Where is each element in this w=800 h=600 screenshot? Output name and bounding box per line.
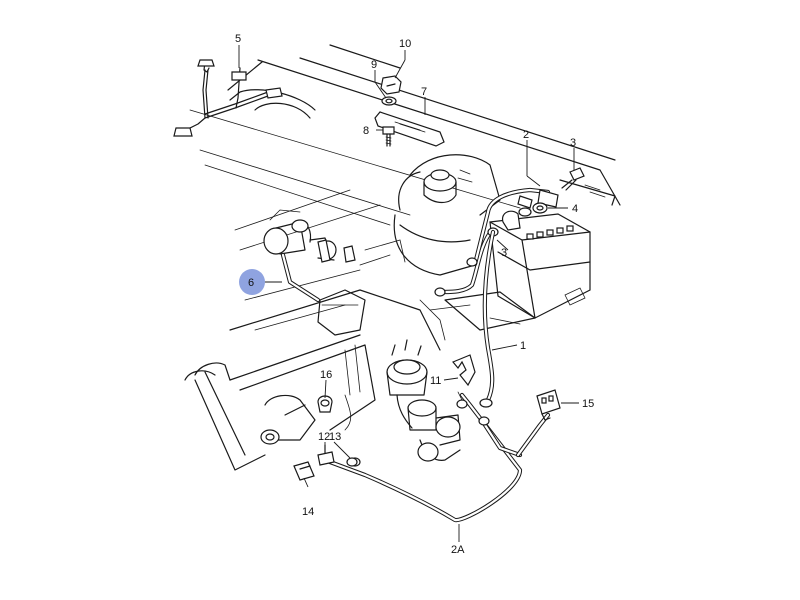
clip-16	[317, 395, 333, 413]
connector-14	[293, 461, 315, 481]
callout-3b[interactable]: 3	[501, 247, 507, 259]
ring-terminal	[466, 257, 478, 267]
callout-11[interactable]: 11	[430, 375, 441, 387]
small-connector	[317, 239, 356, 263]
battery	[444, 213, 591, 331]
washer-4	[532, 202, 548, 214]
connector-12	[317, 444, 335, 466]
callout-5[interactable]: 5	[235, 33, 241, 45]
callout-12[interactable]: 12	[318, 431, 330, 443]
clip-11	[452, 354, 476, 387]
ring-terminal	[479, 398, 493, 408]
callout-7[interactable]: 7	[421, 86, 427, 98]
callout-15[interactable]: 15	[582, 398, 594, 410]
callout-2a[interactable]: 2A	[451, 544, 465, 556]
callout-2[interactable]: 2	[523, 129, 529, 141]
strut-tower	[393, 154, 501, 276]
ring-terminal	[434, 287, 446, 297]
callout-9[interactable]: 9	[371, 59, 377, 71]
callout-10[interactable]: 10	[399, 38, 411, 50]
battery-terminal-clamp	[487, 189, 559, 237]
ring-terminal	[456, 399, 468, 409]
nut-10	[380, 75, 402, 95]
callout-8[interactable]: 8	[363, 125, 369, 137]
callout-labels: 1 2 2A 3 4 3 5 6 7 8 9 10 11 12 13 14 15…	[235, 33, 594, 556]
ignition-coil	[407, 399, 461, 462]
connector-15	[536, 389, 561, 421]
callout-16[interactable]: 16	[320, 369, 332, 381]
engine-block	[184, 239, 471, 471]
callout-3[interactable]: 3	[570, 137, 576, 149]
callout-14[interactable]: 14	[302, 506, 314, 518]
callout-6-highlight	[239, 269, 265, 295]
callout-6[interactable]: 6	[248, 277, 254, 289]
body-panel-lines	[189, 44, 621, 331]
battery-cell-caps	[526, 225, 574, 240]
distributor	[386, 339, 428, 429]
washer-9	[381, 96, 397, 106]
callout-1[interactable]: 1	[520, 340, 526, 352]
bracket-7	[374, 111, 445, 147]
bolt-8	[382, 126, 395, 147]
cable-5	[173, 59, 283, 137]
callout-4[interactable]: 4	[572, 203, 578, 215]
callout-13[interactable]: 13	[329, 431, 341, 443]
ring-terminal	[478, 416, 490, 426]
connector-13	[346, 457, 358, 467]
bolt-3	[561, 167, 585, 191]
